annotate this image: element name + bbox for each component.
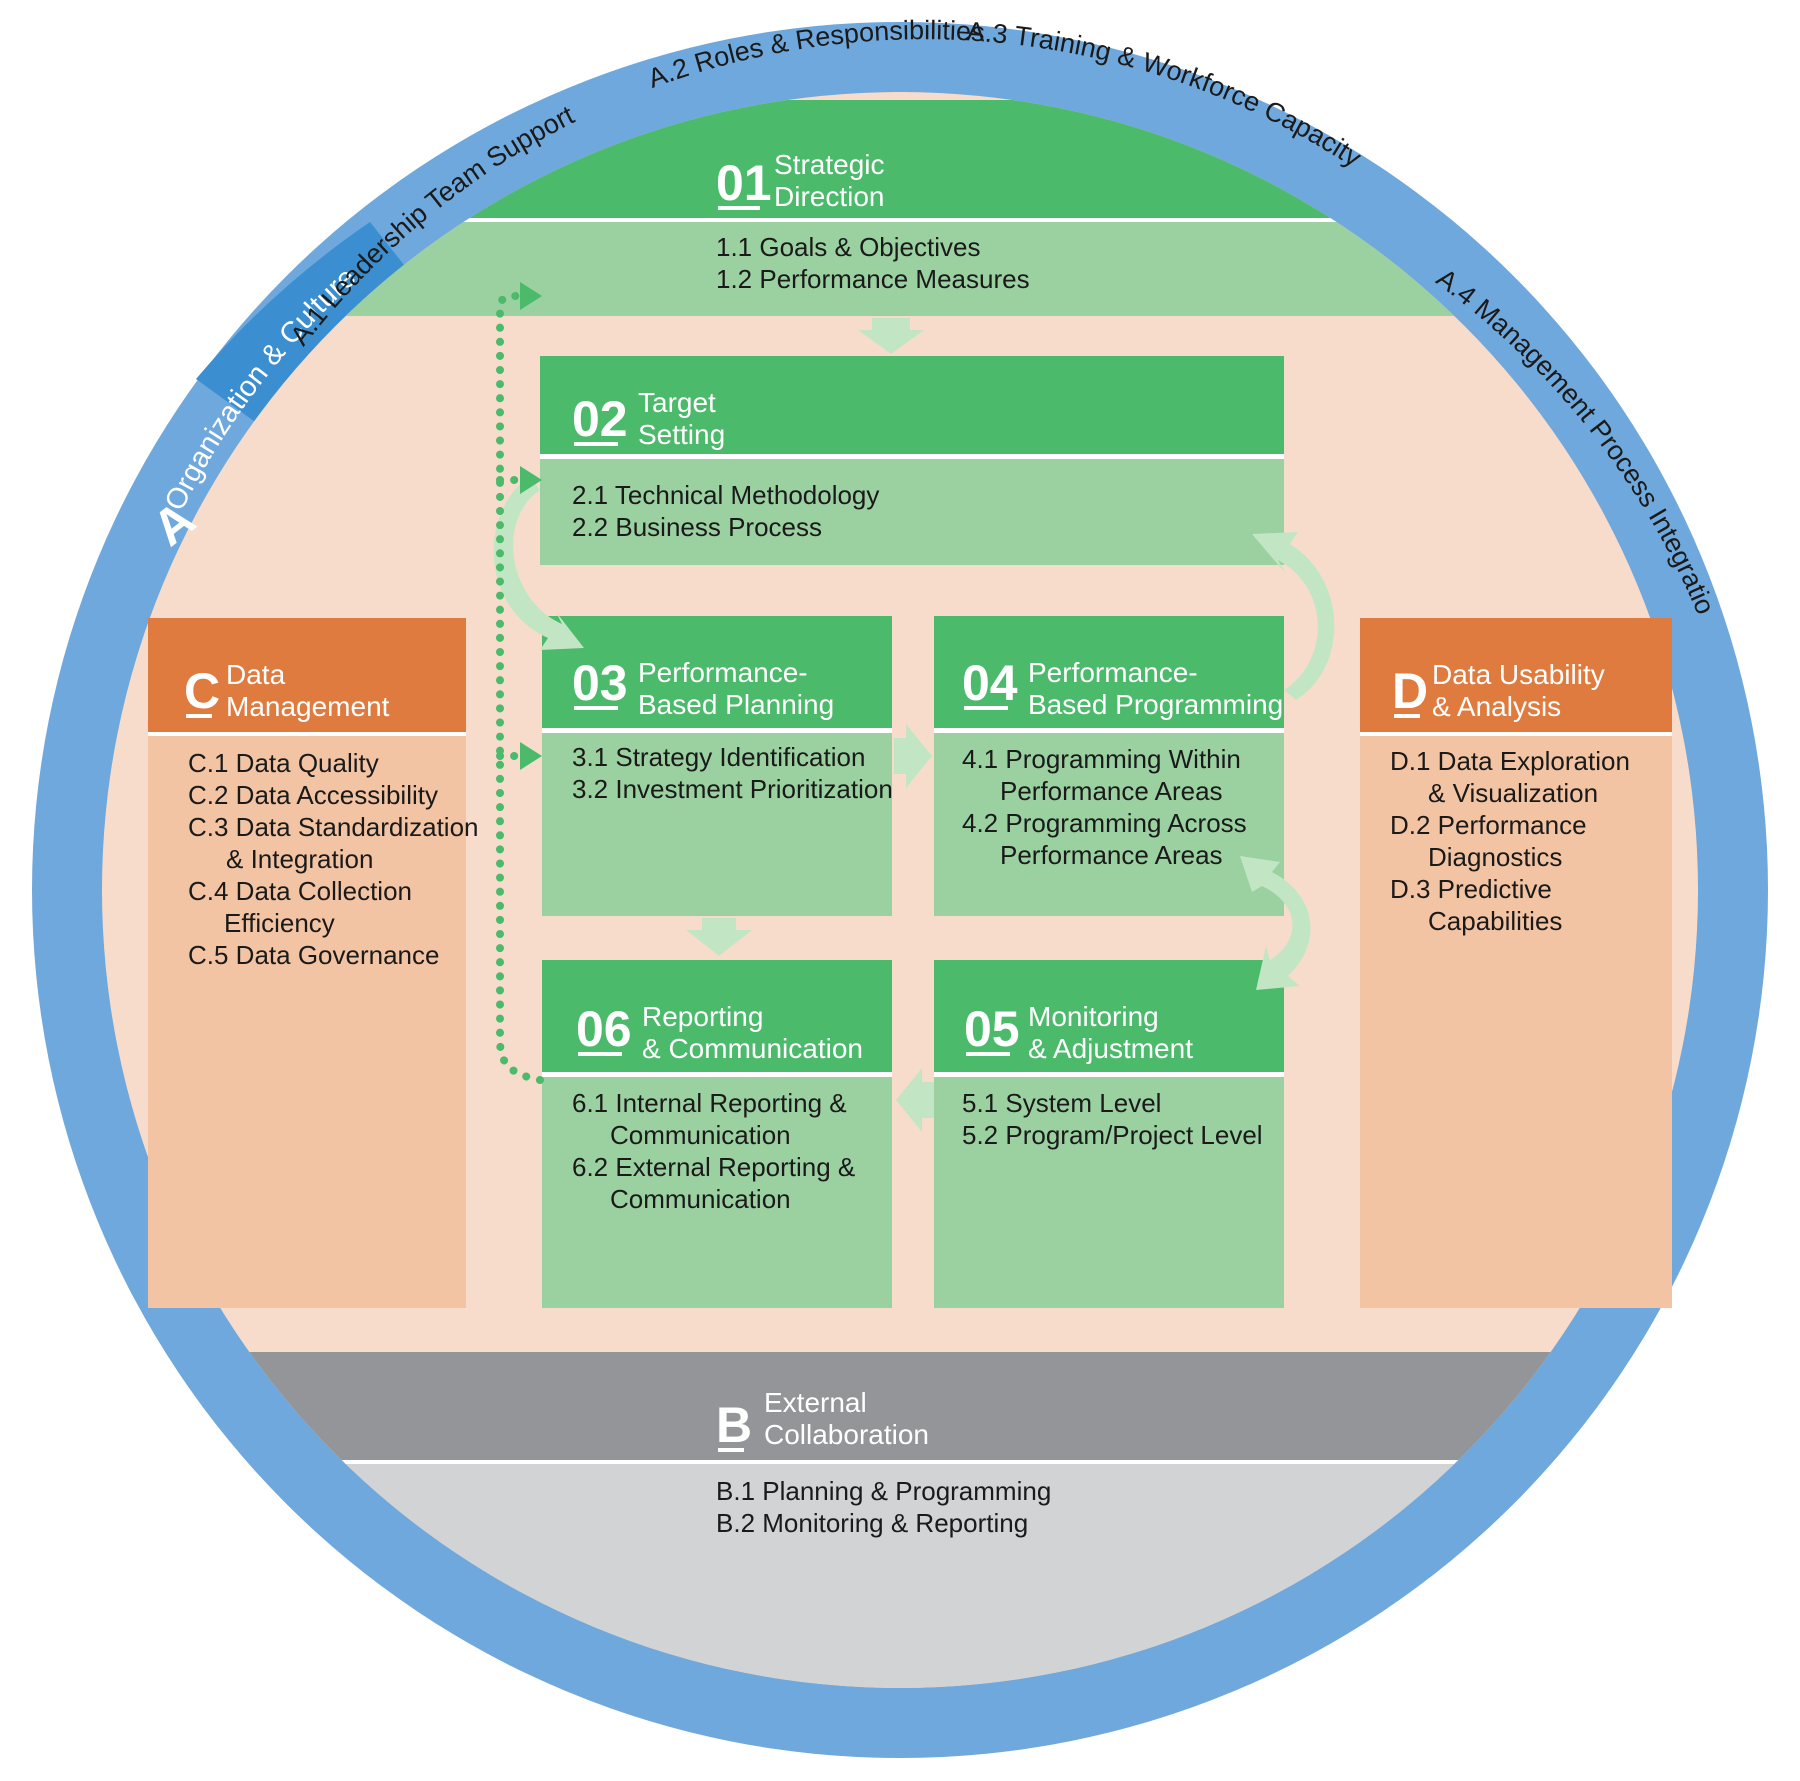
box-05-body xyxy=(934,1077,1284,1308)
box-05-title-2: & Adjustment xyxy=(1028,1033,1193,1064)
box-01-number: 01 xyxy=(716,155,772,211)
box-03-title-2: Based Planning xyxy=(638,689,834,720)
box-06-item: 6.2 External Reporting & xyxy=(572,1152,855,1182)
box-d-item: D.2 Performance xyxy=(1390,810,1587,840)
box-03-item: 3.2 Investment Prioritization xyxy=(572,774,893,804)
box-c-letter: C xyxy=(184,663,220,719)
box-b-title-1: External xyxy=(764,1387,867,1418)
box-b-title-2: Collaboration xyxy=(764,1419,929,1450)
box-c-title-2: Management xyxy=(226,691,390,722)
box-c-title-1: Data xyxy=(226,659,286,690)
box-04-number: 04 xyxy=(962,655,1018,711)
box-04-item: 4.1 Programming Within xyxy=(962,744,1241,774)
box-b-item: B.2 Monitoring & Reporting xyxy=(716,1508,1028,1538)
box-c-header xyxy=(148,618,466,732)
arrow-02-to-03 xyxy=(493,476,584,650)
box-05-number: 05 xyxy=(964,1001,1020,1057)
box-03-number: 03 xyxy=(572,655,628,711)
box-c-item: C.1 Data Quality xyxy=(188,748,379,778)
box-d-title-1: Data Usability xyxy=(1432,659,1605,690)
box-02-number: 02 xyxy=(572,391,628,447)
box-01-title-1: Strategic xyxy=(774,149,885,180)
box-05-item: 5.1 System Level xyxy=(962,1088,1161,1118)
box-b-item: B.1 Planning & Programming xyxy=(716,1476,1051,1506)
arrow-04-to-02 xyxy=(1252,532,1335,700)
arrow-01-to-02 xyxy=(858,318,924,354)
box-b-header xyxy=(102,1352,1698,1460)
arrow-04-to-05 xyxy=(1240,856,1311,990)
box-b-letter: B xyxy=(716,1397,752,1453)
box-05-item: 5.2 Program/Project Level xyxy=(962,1120,1263,1150)
box-d-title-2: & Analysis xyxy=(1432,691,1561,722)
box-03-body xyxy=(542,733,892,916)
arrow-03-to-04 xyxy=(894,724,932,788)
arrow-03-to-06 xyxy=(686,918,752,956)
box-02-item: 2.1 Technical Methodology xyxy=(572,480,879,510)
box-04-body xyxy=(934,733,1284,916)
box-02-body xyxy=(540,459,1284,565)
box-04-item: 4.2 Programming Across xyxy=(962,808,1247,838)
box-c-body xyxy=(148,736,466,1308)
dotted-arrowhead-to-01 xyxy=(520,282,542,310)
box-04-title-2: Based Programming xyxy=(1028,689,1283,720)
box-06-title-2: & Communication xyxy=(642,1033,863,1064)
box-02-title-1: Target xyxy=(638,387,716,418)
box-04-item: Performance Areas xyxy=(1000,776,1223,806)
box-c-item: Efficiency xyxy=(224,908,335,938)
box-c-item: C.4 Data Collection xyxy=(188,876,412,906)
box-06-title-1: Reporting xyxy=(642,1001,763,1032)
box-06-body xyxy=(542,1077,892,1308)
box-01-title-2: Direction xyxy=(774,181,884,212)
box-02-item: 2.2 Business Process xyxy=(572,512,822,542)
box-c-item: C.3 Data Standardization xyxy=(188,812,479,842)
dotted-arrowhead-to-03 xyxy=(520,742,542,770)
box-02-header xyxy=(540,356,1284,454)
box-04-item: Performance Areas xyxy=(1000,840,1223,870)
box-d-header xyxy=(1360,618,1672,732)
box-d-item: & Visualization xyxy=(1428,778,1598,808)
box-d-item: D.3 Predictive xyxy=(1390,874,1552,904)
box-01-item: 1.2 Performance Measures xyxy=(716,264,1030,294)
box-c-item: C.2 Data Accessibility xyxy=(188,780,438,810)
box-03-item: 3.1 Strategy Identification xyxy=(572,742,865,772)
box-06-item: Communication xyxy=(610,1120,791,1150)
box-01-item: 1.1 Goals & Objectives xyxy=(716,232,980,262)
box-d-letter: D xyxy=(1392,663,1428,719)
box-06-number: 06 xyxy=(576,1001,632,1057)
box-c-item: & Integration xyxy=(226,844,373,874)
box-d-item: Capabilities xyxy=(1428,906,1562,936)
box-06-item: Communication xyxy=(610,1184,791,1214)
box-d-body xyxy=(1360,736,1672,1308)
box-d-item: D.1 Data Exploration xyxy=(1390,746,1630,776)
box-02-title-2: Setting xyxy=(638,419,725,450)
box-04-title-1: Performance- xyxy=(1028,657,1198,688)
dotted-arrowhead-to-02 xyxy=(520,466,542,494)
box-05-title-1: Monitoring xyxy=(1028,1001,1159,1032)
box-d-item: Diagnostics xyxy=(1428,842,1562,872)
box-03-title-1: Performance- xyxy=(638,657,808,688)
arrow-05-to-06 xyxy=(896,1068,934,1132)
box-06-item: 6.1 Internal Reporting & xyxy=(572,1088,847,1118)
box-c-item: C.5 Data Governance xyxy=(188,940,439,970)
